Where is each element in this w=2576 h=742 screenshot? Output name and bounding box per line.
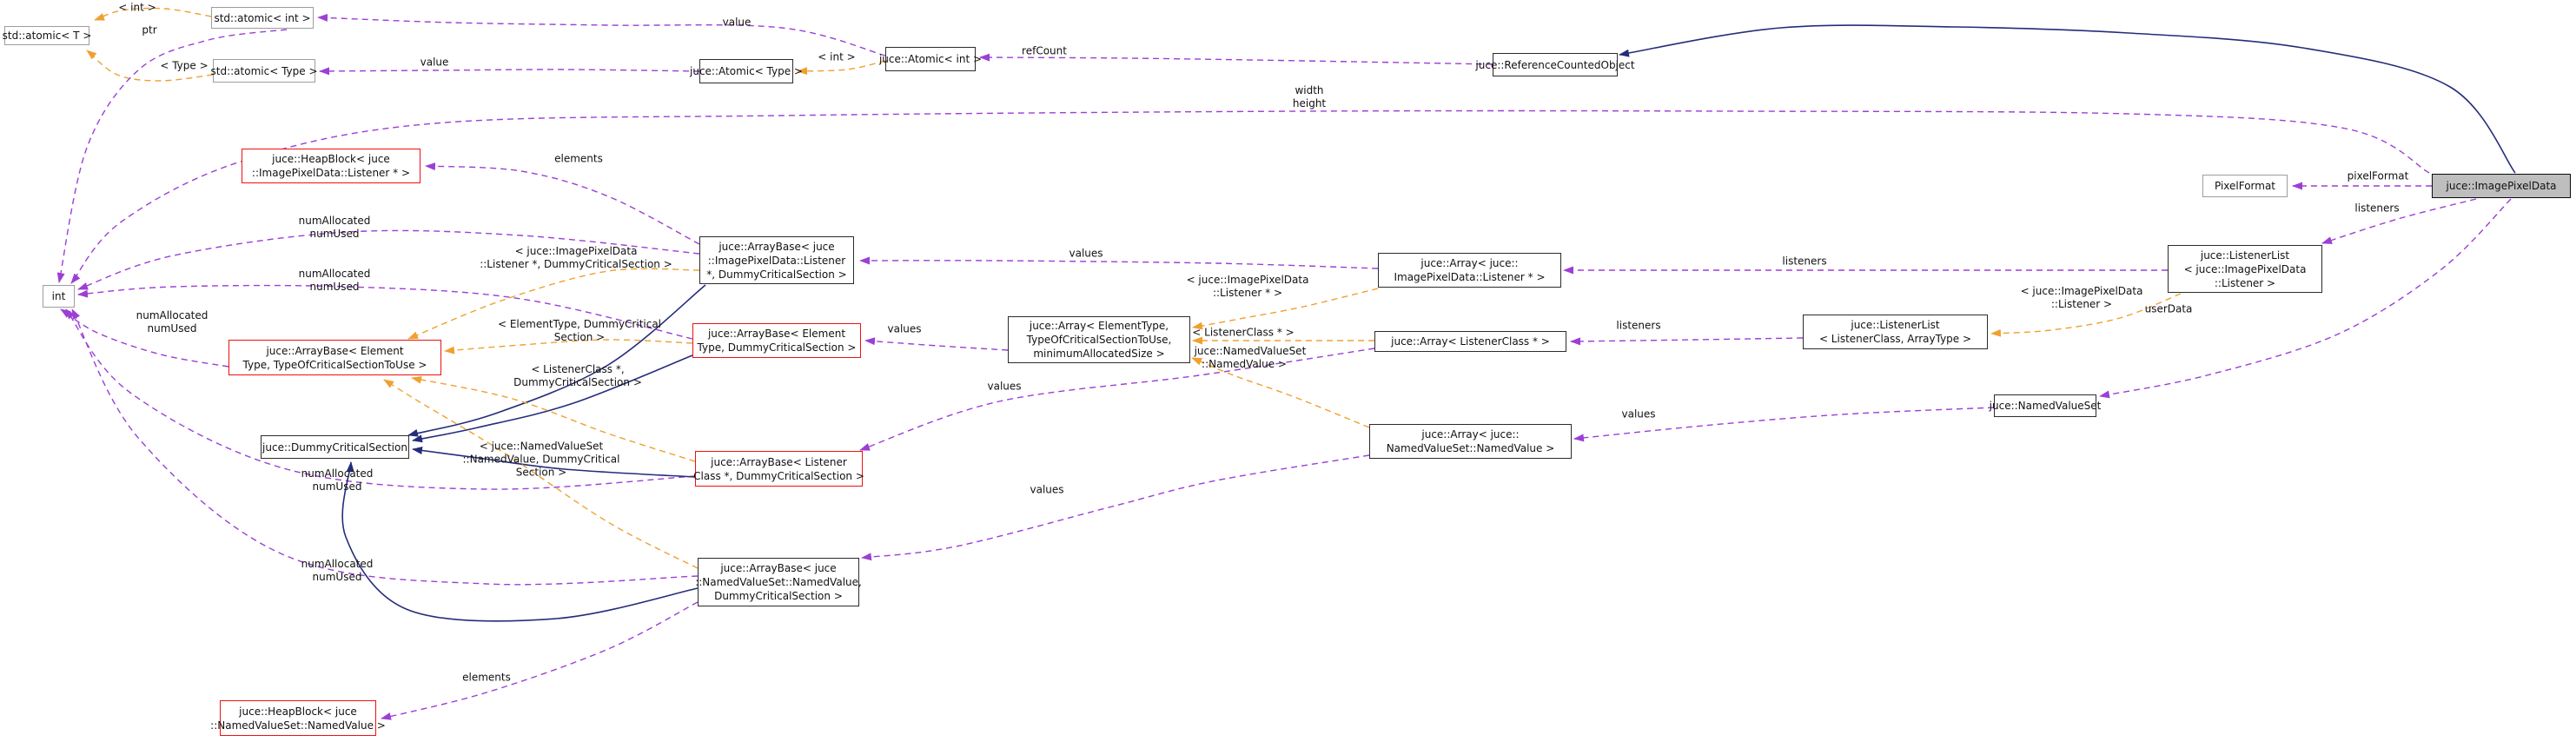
edge-num-ipd xyxy=(77,229,700,290)
node-array-namedvalue[interactable]: juce::Array< juce::NamedValueSet::NamedV… xyxy=(1369,424,1572,459)
edge-num-et xyxy=(77,284,693,340)
node-dummycriticalsection[interactable]: juce::DummyCriticalSection xyxy=(261,435,409,459)
edge-label-values-namedvalueset: values xyxy=(1621,407,1656,421)
edge-label-ptr: ptr xyxy=(142,23,157,36)
edge-tmpl-ab-et xyxy=(444,339,693,354)
node-pixelformat: PixelFormat xyxy=(2202,175,2288,197)
edge-inh-ab-ipd xyxy=(407,284,706,437)
node-arraybase-ipd-listener[interactable]: juce::ArrayBase< juce::ImagePixelData::L… xyxy=(699,236,854,284)
edge-label-elements-ipd: elements xyxy=(554,152,603,165)
edge-label-tmpl-listenerlist: < juce::ImagePixelData::Listener > xyxy=(2020,285,2143,310)
node-namedvalueset[interactable]: juce::NamedValueSet xyxy=(1990,394,2101,417)
node-heapblock-listener[interactable]: juce::HeapBlock< juce::ImagePixelData::L… xyxy=(242,149,421,183)
edge-label-refcount: refCount xyxy=(1022,44,1067,57)
node-reference-counted-object[interactable]: juce::ReferenceCountedObject xyxy=(1475,53,1635,76)
edge-tmpl-listenerlist xyxy=(1990,293,2182,337)
edge-tmpl-ab-lc xyxy=(411,375,696,462)
node-listenerlist-generic[interactable]: juce::ListenerList< ListenerClass, Array… xyxy=(1803,315,1988,349)
edge-label-tmpl-ab-lc: < ListenerClass *,DummyCriticalSection > xyxy=(513,363,642,388)
edge-label-pixelformat-edge: pixelFormat xyxy=(2347,169,2409,182)
edge-label-values-array-nv: values xyxy=(1030,483,1064,496)
edge-label-listeners-ll-ipd: listeners xyxy=(1782,255,1827,268)
edge-label-tmpl-atomic-int: < int > xyxy=(818,50,856,63)
edge-value-int xyxy=(317,13,886,56)
edge-inh-ab-et xyxy=(412,354,693,443)
edge-label-value-type: value xyxy=(420,56,449,69)
edge-inherit-ipd xyxy=(1619,24,2516,174)
node-juce-atomic-type[interactable]: juce::Atomic< Type > xyxy=(690,59,803,83)
edge-tmpl-ab-nv xyxy=(383,379,699,569)
edge-listeners-ll-generic xyxy=(1570,337,1804,346)
edge-label-values-array-lc: values xyxy=(987,380,1022,393)
node-std-atomic-type: std::atomic< Type > xyxy=(211,59,318,83)
edge-tmpl-std-type xyxy=(86,50,214,82)
edge-label-userdata: userData xyxy=(2144,302,2193,315)
node-int-node: int xyxy=(43,285,75,308)
edge-num-nv xyxy=(71,308,699,586)
node-listenerlist-ipd[interactable]: juce::ListenerList< juce::ImagePixelData… xyxy=(2168,245,2322,293)
node-std-atomic-int: std::atomic< int > xyxy=(211,7,314,29)
edge-label-tmpl-array-lc: < ListenerClass * > xyxy=(1192,326,1295,339)
edge-label-tmpl-std-type: < Type > xyxy=(160,59,209,72)
edge-values-array-et xyxy=(864,337,1009,351)
edge-refcount xyxy=(979,53,1493,65)
edge-values-array-ipd xyxy=(859,256,1379,269)
edge-label-tmpl-array-ipd: < juce::ImagePixelData::Listener * > xyxy=(1186,274,1309,299)
edge-elements-ipd xyxy=(425,162,700,245)
edge-num-generic xyxy=(60,308,229,368)
edge-inh-ab-nv xyxy=(341,461,699,622)
edge-inh-ab-lc xyxy=(412,447,696,478)
edge-userdata xyxy=(2099,198,2512,399)
node-imagepixeldata: juce::ImagePixelData xyxy=(2432,174,2571,198)
node-array-elementtype[interactable]: juce::Array< ElementType,TypeOfCriticalS… xyxy=(1008,316,1190,363)
node-arraybase-namedvalue[interactable]: juce::ArrayBase< juce::NamedValueSet::Na… xyxy=(695,558,862,606)
edge-elements-nv xyxy=(381,601,699,720)
edge-label-values-array-ipd: values xyxy=(1069,247,1103,260)
node-heapblock-namedvalue[interactable]: juce::HeapBlock< juce::NamedValueSet::Na… xyxy=(210,700,386,736)
edge-label-tmpl-std-int: < int > xyxy=(118,1,156,14)
edge-tmpl-atomic-int xyxy=(797,60,886,76)
edge-tmpl-std-int xyxy=(94,7,212,21)
node-array-listenerclass[interactable]: juce::Array< ListenerClass * > xyxy=(1374,331,1566,352)
edge-width-height xyxy=(70,109,2430,284)
node-juce-atomic-int[interactable]: juce::Atomic< int > xyxy=(879,47,982,71)
edge-label-value-int: value xyxy=(722,16,752,29)
node-std-atomic-t: std::atomic< T > xyxy=(3,26,91,45)
edge-label-values-array-et: values xyxy=(887,322,922,335)
edge-value-type xyxy=(319,67,700,76)
edge-values-namedvalueset xyxy=(1573,407,1995,442)
edge-label-tmpl-array-nv: < juce::NamedValueSet::NamedValue > xyxy=(1182,345,1307,370)
edge-label-elements-nv: elements xyxy=(462,671,511,684)
node-array-ipd-listener[interactable]: juce::Array< juce::ImagePixelData::Liste… xyxy=(1378,253,1561,288)
edge-values-array-nv xyxy=(861,454,1370,561)
edge-label-listeners-ll-generic: listeners xyxy=(1616,319,1661,332)
edge-tmpl-array-nv xyxy=(1191,357,1370,428)
edge-label-tmpl-ab-ipd: < juce::ImagePixelData::Listener *, Dumm… xyxy=(480,245,672,270)
edge-values-array-lc xyxy=(859,348,1375,451)
edge-label-tmpl-ab-nv: < juce::NamedValueSet::NamedValue, Dummy… xyxy=(462,440,620,479)
edge-label-listeners-ipd: listeners xyxy=(2354,202,2400,215)
edge-tmpl-ab-ipd xyxy=(407,268,700,340)
edge-num-lc xyxy=(65,308,696,490)
